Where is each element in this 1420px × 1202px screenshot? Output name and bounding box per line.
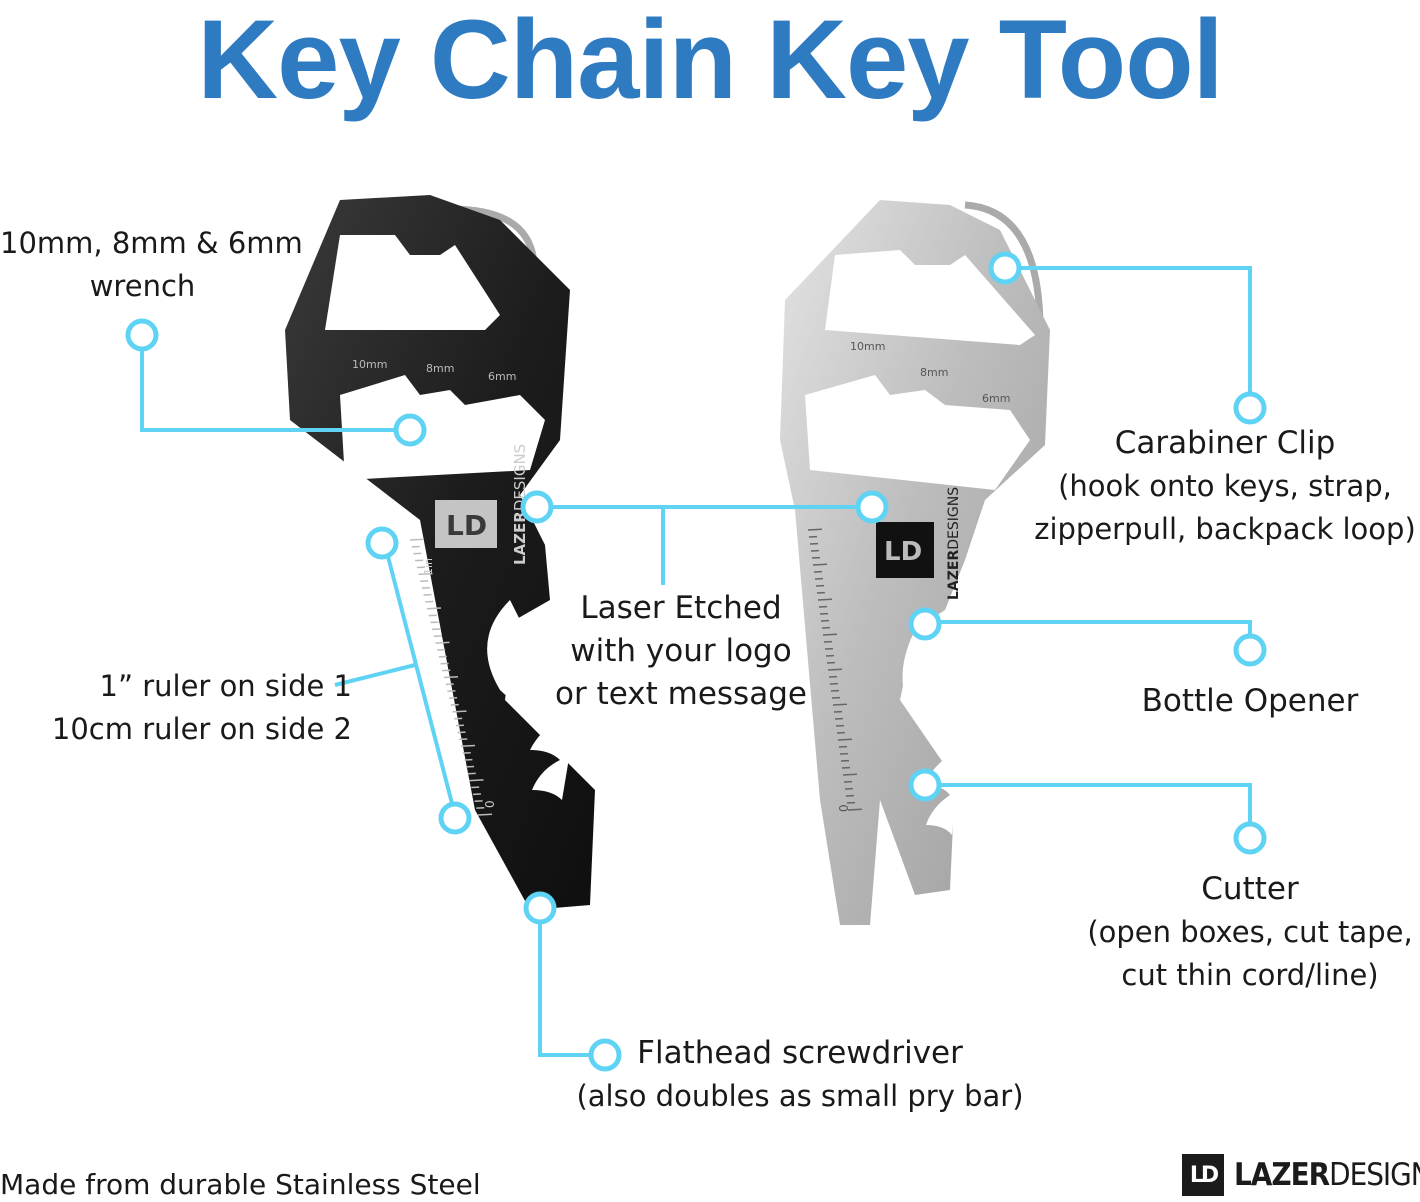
marker-ruler-bottom bbox=[441, 804, 469, 832]
steel-size-8mm: 8mm bbox=[920, 366, 948, 379]
ruler-tick bbox=[838, 739, 852, 740]
marker-wrench-point bbox=[396, 416, 424, 444]
wrench-label-line-1: 10mm, 8mm & 6mm bbox=[0, 222, 285, 265]
ruler-tick bbox=[833, 704, 847, 705]
marker-bottle-end bbox=[1236, 636, 1264, 664]
ruler-tick bbox=[436, 642, 450, 643]
brand-logo: LD LAZERDESIGNS bbox=[1182, 1152, 1420, 1198]
ruler-label: 1” ruler on side 1 10cm ruler on side 2 bbox=[30, 665, 352, 751]
ruler-tick bbox=[813, 564, 827, 565]
screwdriver-line: (also doubles as small pry bar) bbox=[575, 1075, 1025, 1118]
laser-label-line-3: or text message bbox=[540, 673, 822, 716]
black-ruler-zero-label: 0 bbox=[483, 800, 497, 808]
laser-label: Laser Etched with your logo or text mess… bbox=[540, 587, 822, 716]
steel-tool-logo-mark: LD bbox=[884, 537, 922, 567]
carabiner-label: Carabiner Clip (hook onto keys, strap, z… bbox=[1030, 422, 1420, 551]
steel-key-tool: 10mm 8mm 6mm LD LAZERDESIGNS 0 bbox=[780, 200, 1050, 925]
carabiner-line-1: (hook onto keys, strap, bbox=[1030, 465, 1420, 508]
marker-screwdriver-point bbox=[526, 894, 554, 922]
ruler-tick bbox=[410, 539, 424, 540]
bottle-label-text: Bottle Opener bbox=[1110, 680, 1390, 723]
marker-wrench-end bbox=[128, 321, 156, 349]
steel-ruler-zero-label: 0 bbox=[837, 804, 851, 812]
marker-ruler-top bbox=[368, 529, 396, 557]
steel-tool-logo-word: LAZERDESIGNS bbox=[946, 487, 962, 600]
screwdriver-label: Flathead screwdriver (also doubles as sm… bbox=[575, 1032, 1025, 1118]
ruler-label-line-1: 1” ruler on side 1 bbox=[30, 665, 352, 708]
callout-line-bottle bbox=[925, 622, 1250, 650]
laser-label-line-2: with your logo bbox=[540, 630, 822, 673]
cutter-line-2: cut thin cord/line) bbox=[1080, 954, 1420, 997]
brand-logo-text: LAZERDESIGNS bbox=[1234, 1157, 1420, 1193]
marker-bottle-point bbox=[911, 610, 939, 638]
bottle-label: Bottle Opener bbox=[1110, 680, 1390, 723]
black-size-6mm: 6mm bbox=[488, 370, 516, 383]
marker-cutter-point bbox=[911, 771, 939, 799]
ruler-tick bbox=[823, 634, 837, 635]
steel-size-6mm: 6mm bbox=[982, 392, 1010, 405]
black-size-10mm: 10mm bbox=[352, 358, 387, 371]
wrench-label-line-2: wrench bbox=[0, 265, 285, 308]
ruler-tick bbox=[453, 711, 467, 712]
black-tool-logo-mark: LD bbox=[446, 509, 487, 542]
marker-cutter-end bbox=[1236, 824, 1264, 852]
footer-material-note: Made from durable Stainless Steel bbox=[0, 1168, 481, 1202]
steel-size-10mm: 10mm bbox=[850, 340, 885, 353]
marker-carabiner-point bbox=[991, 254, 1019, 282]
steel-tool-bottle-notch bbox=[903, 630, 951, 726]
ruler-tick bbox=[427, 608, 441, 609]
ruler-tick bbox=[843, 774, 857, 775]
callout-line-cutter bbox=[925, 785, 1250, 838]
marker-laser-steel bbox=[858, 493, 886, 521]
black-key-tool: 10mm 8mm 6mm LD LAZERDESIGNS 1in 0 bbox=[285, 195, 595, 910]
marker-laser-black bbox=[523, 493, 551, 521]
cutter-heading: Cutter bbox=[1080, 868, 1420, 911]
carabiner-line-2: zipperpull, backpack loop) bbox=[1030, 508, 1420, 551]
ruler-label-line-2: 10cm ruler on side 2 bbox=[30, 708, 352, 751]
screwdriver-heading: Flathead screwdriver bbox=[575, 1032, 1025, 1075]
ruler-tick bbox=[444, 677, 458, 678]
laser-label-line-1: Laser Etched bbox=[540, 587, 822, 630]
wrench-label: 10mm, 8mm & 6mm wrench bbox=[0, 222, 285, 308]
black-size-8mm: 8mm bbox=[426, 362, 454, 375]
cutter-line-1: (open boxes, cut tape, bbox=[1080, 911, 1420, 954]
ruler-tick bbox=[461, 746, 475, 747]
brand-logo-mark: LD bbox=[1182, 1154, 1224, 1196]
black-ruler-inch-label: 1in bbox=[422, 558, 435, 575]
ruler-tick bbox=[808, 529, 822, 530]
carabiner-heading: Carabiner Clip bbox=[1030, 422, 1420, 465]
marker-carabiner-end bbox=[1236, 394, 1264, 422]
ruler-tick bbox=[470, 780, 484, 781]
cutter-label: Cutter (open boxes, cut tape, cut thin c… bbox=[1080, 868, 1420, 997]
ruler-tick bbox=[478, 814, 492, 815]
ruler-tick bbox=[828, 669, 842, 670]
